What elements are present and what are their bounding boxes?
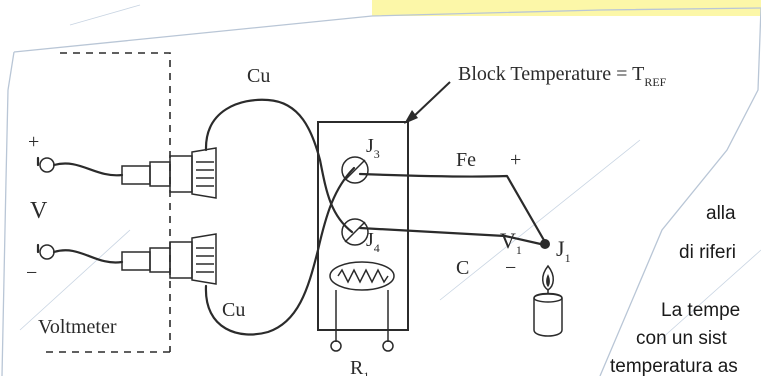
highlight-band xyxy=(372,0,761,16)
J3-label: J3 xyxy=(366,135,380,161)
resistor-terminal-left xyxy=(330,340,342,352)
V1-label: V1 xyxy=(500,228,522,257)
paper-edge xyxy=(1,7,761,376)
lead-top xyxy=(36,156,124,177)
terminal-bottom xyxy=(39,244,55,260)
terminal-plus: + xyxy=(28,131,39,153)
text-line-5: temperatura as xyxy=(610,356,738,376)
fe-plus-sign: + xyxy=(510,149,521,171)
text-line-1: alla xyxy=(706,203,736,224)
resistor-housing xyxy=(329,261,395,291)
plug-top xyxy=(121,147,217,199)
watermark-line xyxy=(19,229,131,331)
voltmeter-label: Voltmeter xyxy=(38,316,117,338)
screw-J4 xyxy=(341,218,369,246)
reference-block xyxy=(317,121,409,331)
screw-J3 xyxy=(341,156,369,184)
resistor-zigzag xyxy=(337,268,389,284)
watermark-line xyxy=(69,4,141,26)
voltmeter-box xyxy=(40,52,171,353)
c-minus-sign: − xyxy=(505,257,516,279)
cu-label-top: Cu xyxy=(247,65,270,87)
junction-J1-dot xyxy=(540,239,550,249)
text-line-2: di riferi xyxy=(679,242,736,263)
cu-wire-top xyxy=(204,98,354,234)
candle xyxy=(533,264,563,337)
text-line-4: con un sist xyxy=(636,328,728,349)
voltage-label: V xyxy=(30,198,48,224)
resistor-leads xyxy=(335,290,389,342)
text-line-3: La tempe xyxy=(661,300,740,321)
J1-label: J1 xyxy=(556,236,571,265)
fe-wire xyxy=(358,172,547,244)
terminal-top xyxy=(39,157,55,173)
cu-wire-bottom xyxy=(204,166,356,336)
watermark-line xyxy=(659,249,761,341)
R1-label: R1 xyxy=(350,357,369,376)
terminal-minus: − xyxy=(26,262,37,284)
cu-label-bottom: Cu xyxy=(222,299,245,321)
watermark-line xyxy=(439,139,641,301)
block-arrowhead xyxy=(404,110,418,124)
plug-bottom xyxy=(121,233,217,285)
lead-bottom xyxy=(36,243,124,264)
resistor-terminal-right xyxy=(382,340,394,352)
c-wire xyxy=(358,226,547,247)
block-arrow xyxy=(411,81,451,119)
c-label: C xyxy=(456,257,469,279)
J4-label: J4 xyxy=(366,229,380,255)
fe-label: Fe xyxy=(456,149,476,171)
block-temperature-label: Block Temperature = TREF xyxy=(458,63,667,89)
